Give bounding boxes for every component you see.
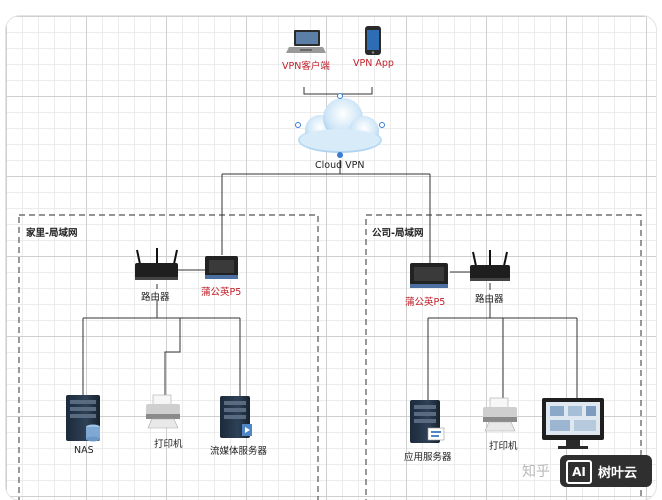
- home-router-icon: [135, 248, 178, 280]
- brand-watermark-text: 树叶云: [598, 466, 638, 481]
- phone-icon: [365, 26, 381, 55]
- office-printer-label: 打印机: [489, 441, 518, 452]
- laptop-icon: [286, 30, 326, 53]
- nas-server-icon: [66, 395, 100, 442]
- home-lan-zone: [18, 214, 319, 500]
- app-server-icon: [410, 400, 445, 443]
- cloud-vpn-label: Cloud VPN: [315, 160, 365, 171]
- home-printer-icon: [146, 394, 180, 429]
- office-p5-label: 蒲公英P5: [405, 297, 446, 308]
- office-p5-box-icon: [410, 263, 448, 288]
- nas-label: NAS: [74, 445, 94, 456]
- office-printer-icon: [483, 397, 517, 432]
- cloud-anchor-points: [295, 93, 385, 128]
- office-router-label: 路由器: [475, 294, 504, 305]
- vpn-client-label: VPN客户端: [282, 61, 330, 72]
- vpn-app-label: VPN App: [353, 58, 394, 69]
- home-p5-label: 蒲公英P5: [201, 287, 242, 298]
- home-p5-box-icon: [205, 256, 238, 279]
- app-server-label: 应用服务器: [404, 452, 452, 463]
- office-lan-title: 公司-局域网: [372, 228, 424, 239]
- office-lan-zone: [365, 214, 642, 500]
- cloud-icon: [298, 98, 382, 153]
- home-lan-title: 家里-局域网: [26, 228, 78, 239]
- grid-canvas: [6, 16, 656, 500]
- ai-logo-icon: AI: [566, 460, 592, 484]
- connection-lines: [82, 87, 578, 400]
- office-router-icon: [470, 250, 510, 281]
- zhihu-watermark: 知乎: [522, 464, 550, 480]
- cloud-anchor-bottom: [337, 152, 343, 158]
- media-server-icon: [220, 396, 252, 438]
- home-printer-label: 打印机: [154, 439, 183, 450]
- media-server-label: 流媒体服务器: [210, 446, 268, 457]
- ai-watermark-badge: AI 树叶云: [560, 455, 652, 487]
- monitor-icon: [542, 398, 604, 449]
- home-router-label: 路由器: [141, 292, 170, 303]
